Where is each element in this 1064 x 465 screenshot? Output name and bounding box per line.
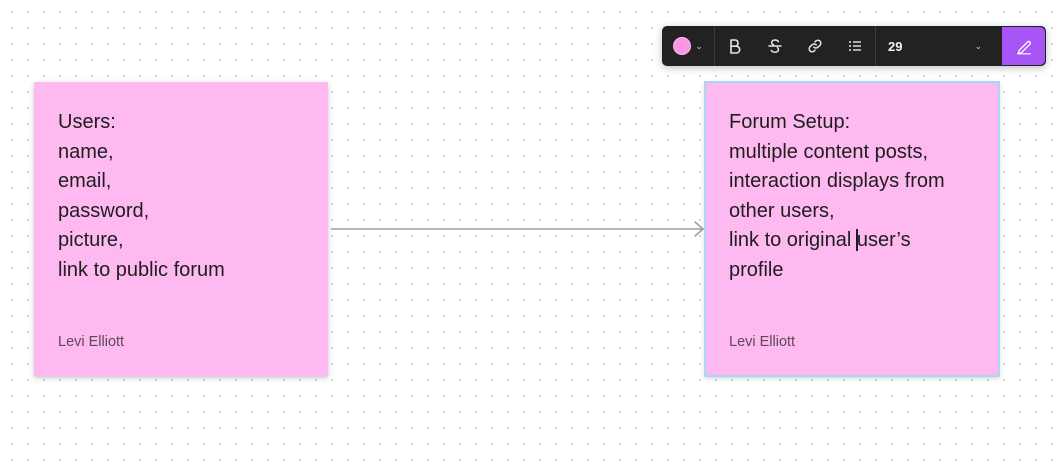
- font-size-value: 29: [888, 38, 903, 54]
- sticky-note-users[interactable]: Users: name, email, password, picture, l…: [34, 82, 328, 376]
- pen-icon: [1016, 40, 1031, 55]
- pen-button[interactable]: [1002, 27, 1045, 65]
- link-icon: [808, 39, 822, 53]
- bulleted-list-icon: [849, 41, 861, 51]
- link-button[interactable]: [795, 26, 835, 66]
- sticky-note-text[interactable]: Forum Setup: multiple content posts, int…: [729, 111, 945, 281]
- sticky-note-forum-setup[interactable]: Forum Setup: multiple content posts, int…: [704, 81, 1000, 377]
- text-cursor: [856, 229, 858, 251]
- bulleted-list-button[interactable]: [835, 26, 875, 66]
- color-picker-button[interactable]: ⌄: [662, 26, 714, 66]
- color-swatch-icon: [673, 37, 692, 55]
- sticky-note-text[interactable]: Users: name, email, password, picture, l…: [58, 111, 225, 281]
- chevron-down-icon: ⌄: [974, 40, 982, 51]
- bold-icon: [730, 39, 741, 54]
- bold-button[interactable]: [715, 26, 755, 66]
- sticky-note-author: Levi Elliott: [729, 334, 796, 350]
- text-format-toolbar: ⌄: [662, 26, 1046, 66]
- toolbar-divider: [875, 26, 876, 66]
- font-size-select[interactable]: 29 ⌄: [876, 26, 992, 66]
- chevron-down-icon: ⌄: [695, 40, 703, 51]
- strikethrough-icon: [768, 39, 782, 53]
- sticky-note-author: Levi Elliott: [58, 334, 125, 350]
- strikethrough-button[interactable]: [755, 26, 795, 66]
- toolbar-divider: [714, 26, 715, 66]
